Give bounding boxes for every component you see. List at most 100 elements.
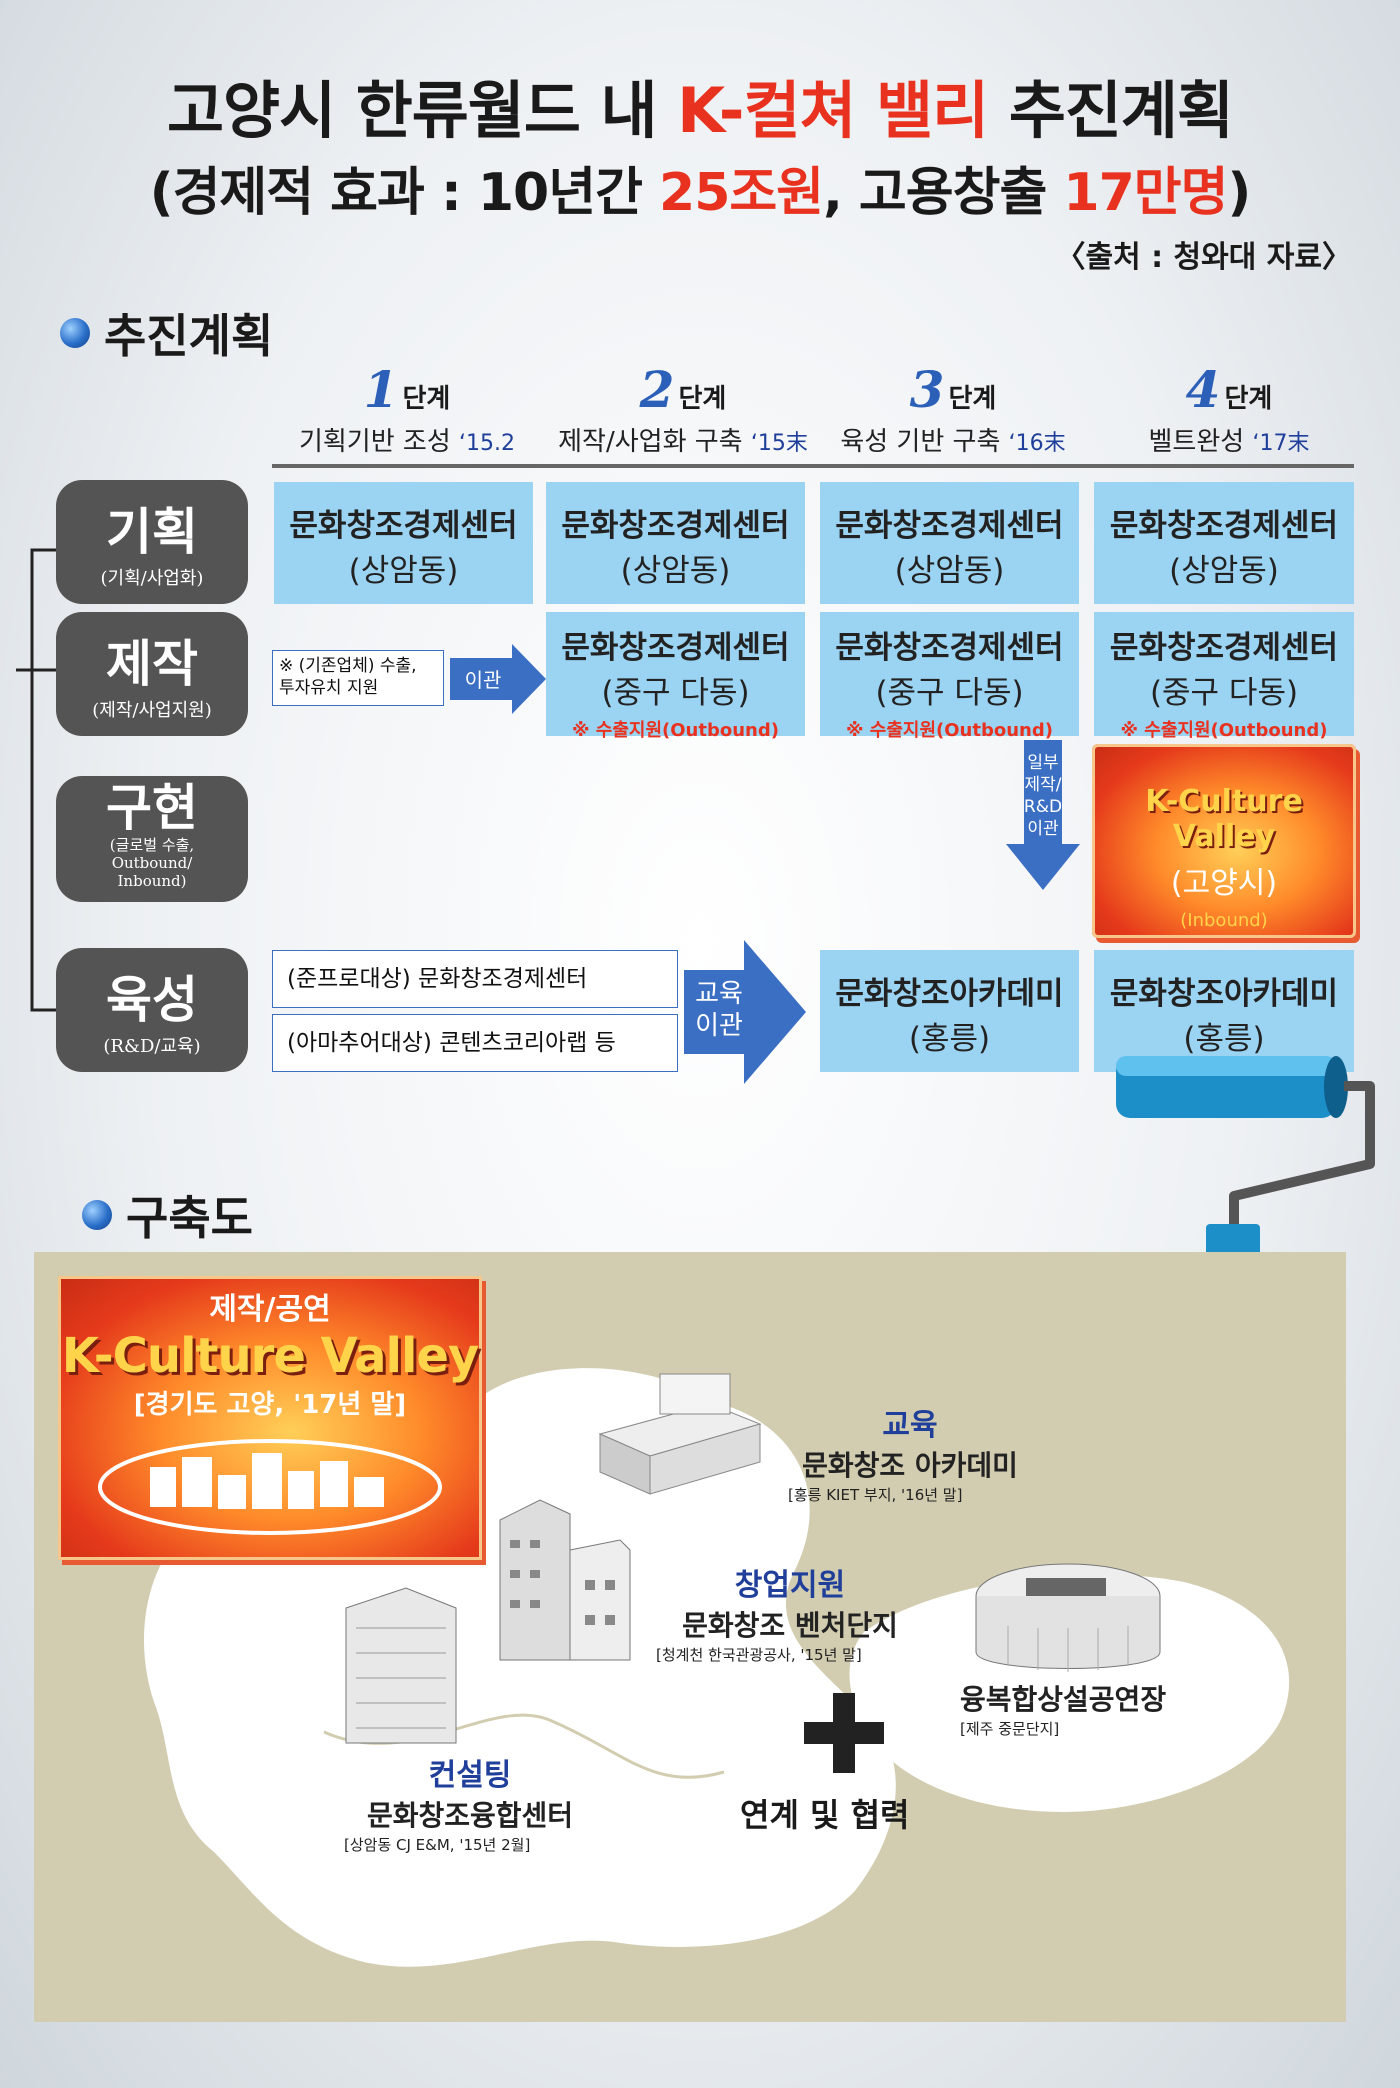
cell-planning-4: 문화창조경제센터 (상암동) — [1094, 482, 1354, 604]
label-tag: 창업지원 — [734, 1568, 846, 1603]
label-name: 문화창조융합센터 — [366, 1799, 574, 1832]
cell-development-4: 문화창조아카데미 (홍릉) — [1094, 950, 1354, 1072]
kcv-stage-box: K-Culture Valley (고양시) (Inbound) — [1092, 744, 1356, 938]
stage-year: ‘16末 — [1008, 431, 1066, 456]
cell-title: 문화창조경제센터 — [1109, 508, 1339, 544]
cell-development-3: 문화창조아카데미 (홍릉) — [820, 950, 1079, 1072]
section-heading-layout: 구축도 — [82, 1182, 253, 1248]
stage-desc: 제작/사업화 구축 — [558, 427, 743, 457]
arrow-text: 이관 — [1027, 819, 1059, 839]
cell-location: (홍릉) — [908, 1021, 991, 1057]
cell-location: (상암동) — [348, 553, 459, 589]
box-line: ※ (기존업체) 수출, — [279, 656, 417, 676]
kcv-map-sub: [경기도 고양, '17년 말] — [133, 1390, 407, 1420]
row-main: 제작 — [106, 635, 198, 693]
row-sub: Outbound/ — [111, 854, 193, 872]
row-label-implementation: 구현 (글로벌 수출, Outbound/ Inbound) — [56, 776, 248, 902]
stage-year: ‘17末 — [1252, 431, 1310, 456]
existing-company-box: ※ (기존업체) 수출, 투자유치 지원 — [272, 650, 444, 706]
edu-box-pro: (준프로대상) 문화창조경제센터 — [272, 950, 678, 1008]
cell-location: (중구 다동) — [601, 675, 750, 711]
arrow-text: 이관 — [695, 1011, 743, 1041]
subtitle: (경제적 효과 : 10년간 25조원, 고용창출 17만명) — [0, 150, 1400, 225]
transfer-arrow — [450, 644, 546, 714]
edu-transfer-arrow — [684, 940, 806, 1084]
kcv-map-title: K-Culture Valley — [61, 1328, 480, 1384]
main-title: 고양시 한류월드 내 K-컬쳐 밸리 추진계획 — [0, 60, 1400, 150]
transfer-label: 이관 — [464, 668, 502, 692]
map-label-consulting: 컨설팅 문화창조융합센터 [상암동 CJ E&M, '15년 2월] — [330, 1750, 610, 1855]
subtitle-part2: , 고용창출 — [823, 163, 1064, 223]
stage-word: 단계 — [1224, 384, 1273, 414]
kcv-city-icon — [98, 1439, 442, 1535]
cell-title: 문화창조경제센터 — [1109, 630, 1339, 666]
stage-number: 3 — [909, 360, 945, 419]
title-part2: 추진계획 — [988, 74, 1234, 147]
title-highlight: K-컬쳐 밸리 — [677, 74, 989, 147]
edu-box-amateur: (아마추어대상) 콘텐츠코리아랩 등 — [272, 1014, 678, 1072]
stage-desc: 벨트완성 — [1148, 427, 1245, 457]
stage-desc: 기획기반 조성 — [298, 427, 451, 457]
row-bracket — [16, 548, 56, 1012]
stage-desc: 육성 기반 구축 — [840, 427, 1001, 457]
row-main: 기획 — [106, 503, 198, 561]
stage-year: ‘15末 — [750, 431, 808, 456]
map-link-label: 연계 및 협력 — [740, 1796, 910, 1834]
edu-transfer-label: 교육 이관 — [688, 978, 750, 1042]
row-label-planning: 기획 (기획/사업화) — [56, 480, 248, 604]
row-sub: (제작/사업지원) — [92, 700, 212, 721]
label-detail: [청계천 한국관광공사, '15년 말] — [656, 1646, 862, 1664]
section-title: 추진계획 — [104, 309, 274, 363]
cell-production-2: 문화창조경제센터 (중구 다동) ※ 수출지원(Outbound) — [546, 612, 805, 741]
row-main: 구현 — [106, 779, 198, 837]
row-sub: (글로벌 수출, — [109, 836, 195, 854]
stage-number: 1 — [363, 360, 399, 419]
row-sub: Inbound) — [117, 872, 187, 890]
label-tag: 컨설팅 — [428, 1758, 512, 1793]
cell-location: (중구 다동) — [875, 675, 1024, 711]
section-title: 구축도 — [126, 1191, 253, 1245]
performance-hall-icon — [975, 1563, 1161, 1672]
cell-location: (중구 다동) — [1149, 675, 1299, 711]
cell-location: (홍릉) — [1183, 1021, 1265, 1057]
cell-title: 문화창조경제센터 — [561, 630, 790, 666]
arrow-text: 일부 — [1027, 753, 1059, 773]
cell-production-3: 문화창조경제센터 (중구 다동) ※ 수출지원(Outbound) — [820, 612, 1079, 741]
label-detail: [제주 중문단지] — [960, 1720, 1060, 1738]
cell-title: 문화창조경제센터 — [835, 508, 1064, 544]
bullet-icon — [60, 318, 90, 348]
row-label-development: 육성 (R&D/교육) — [56, 948, 248, 1072]
cell-planning-1: 문화창조경제센터 (상암동) — [274, 482, 533, 604]
kcv-title: K-Culture Valley — [1145, 784, 1303, 854]
cell-title: 문화창조경제센터 — [835, 630, 1064, 666]
arrow-text: R&D — [1023, 797, 1063, 817]
map-jeju-label: 제주 — [1188, 1730, 1233, 1758]
row-label-production: 제작 (제작/사업지원) — [56, 612, 248, 736]
cell-location: (상암동) — [894, 553, 1005, 589]
venture-building-icon — [499, 1499, 631, 1661]
academy-building-icon — [598, 1373, 762, 1495]
stage-number: 4 — [1185, 360, 1221, 419]
kcv-map-top: 제작/공연 — [209, 1292, 331, 1327]
label-detail: [상암동 CJ E&M, '15년 2월] — [344, 1836, 531, 1854]
cell-note: ※ 수출지원(Outbound) — [846, 720, 1053, 741]
cell-title: 문화창조아카데미 — [835, 976, 1064, 1012]
arrow-text: 교육 — [695, 979, 743, 1009]
label-tag: 교육 — [882, 1408, 938, 1443]
map-label-startup: 창업지원 문화창조 벤처단지 [청계천 한국관광공사, '15년 말] — [640, 1560, 940, 1665]
partial-transfer-label: 일부 제작/ R&D 이관 — [1006, 752, 1080, 840]
cell-title: 문화창조경제센터 — [289, 508, 518, 544]
partial-transfer-arrow — [1006, 740, 1080, 890]
cell-note: ※ 수출지원(Outbound) — [572, 720, 779, 741]
stage-word: 단계 — [948, 384, 997, 414]
stage-word: 단계 — [678, 384, 727, 414]
cell-location: (상암동) — [1169, 553, 1279, 589]
cell-title: 문화창조아카데미 — [1109, 976, 1339, 1012]
subtitle-part3: ) — [1227, 163, 1251, 223]
row-sub: (기획/사업화) — [100, 568, 204, 589]
map-label-education: 교육 문화창조 아카데미 [홍릉 KIET 부지, '16년 말] — [760, 1400, 1060, 1505]
